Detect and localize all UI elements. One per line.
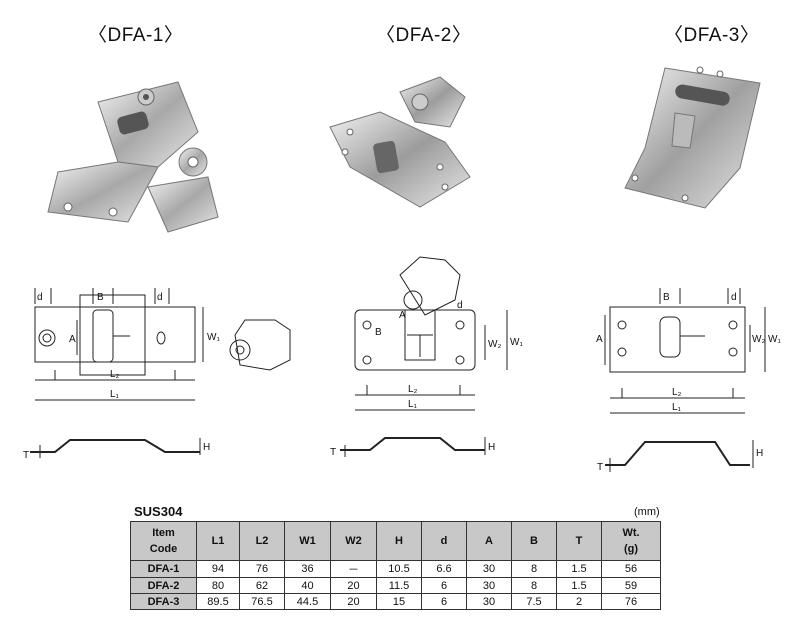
svg-text:d: d [731, 292, 737, 303]
svg-text:L₂: L₂ [672, 387, 682, 398]
svg-text:W₁: W₁ [510, 337, 523, 348]
cell-weight: 76 [601, 593, 661, 610]
header-a: A [466, 521, 512, 561]
svg-text:A: A [399, 310, 406, 321]
header-d: d [421, 521, 467, 561]
product-title-dfa-3: 〈DFA-3〉 [664, 25, 760, 46]
cell-w1: 40 [284, 577, 331, 594]
svg-text:L₁: L₁ [408, 399, 418, 410]
header-b: B [511, 521, 557, 561]
svg-text:d: d [457, 300, 463, 311]
svg-text:B: B [375, 327, 382, 338]
svg-text:L₂: L₂ [408, 384, 418, 395]
cell-weight: 56 [601, 560, 661, 578]
spec-table: Item Code L1 L2 W1 W2 H d A B T Wt. (g) … [130, 521, 661, 610]
header-weight: Wt. (g) [601, 521, 661, 561]
svg-text:H: H [488, 442, 495, 453]
table-header-row: Item Code L1 L2 W1 W2 H d A B T Wt. (g) [130, 521, 661, 561]
cell-t: 1.5 [556, 577, 602, 594]
svg-text:W₁: W₁ [768, 334, 781, 345]
cell-item-code: DFA-2 [130, 577, 197, 594]
header-h: H [376, 521, 422, 561]
svg-text:W₂: W₂ [752, 334, 765, 345]
header-item-code: Item Code [130, 521, 197, 561]
svg-text:L₁: L₁ [110, 389, 120, 400]
cell-weight: 59 [601, 577, 661, 594]
cell-a: 30 [466, 560, 512, 578]
cell-item-code: DFA-1 [130, 560, 197, 578]
cell-w2: 20 [330, 577, 377, 594]
svg-text:B: B [97, 292, 104, 303]
cell-t: 2 [556, 593, 602, 610]
cell-h: 15 [376, 593, 422, 610]
svg-text:W₁: W₁ [207, 332, 220, 343]
cell-l1: 80 [196, 577, 240, 594]
product-photo-dfa-1 [47, 81, 219, 233]
cell-d: 6 [421, 593, 467, 610]
header-l1: L1 [196, 521, 240, 561]
cell-w2: － [330, 560, 377, 578]
header-w1: W1 [284, 521, 331, 561]
svg-text:T: T [597, 462, 603, 473]
unit-label: (mm) [634, 506, 660, 518]
svg-text:A: A [596, 334, 603, 345]
dimension-drawing-dfa-2: d A B W₂ W₁ L₂ L₁ H T [330, 256, 523, 458]
table-row: DFA-1 94 76 36 － 10.5 6.6 30 8 1.5 56 [130, 560, 661, 578]
svg-text:d: d [37, 292, 43, 303]
svg-text:H: H [756, 448, 763, 459]
cell-l2: 76.5 [239, 593, 285, 610]
svg-text:T: T [23, 450, 29, 461]
cell-b: 7.5 [511, 593, 557, 610]
cell-d: 6 [421, 577, 467, 594]
cell-item-code: DFA-3 [130, 593, 197, 610]
svg-text:L₁: L₁ [672, 402, 682, 413]
svg-text:H: H [203, 442, 210, 453]
table-row: DFA-2 80 62 40 20 11.5 6 30 8 1.5 59 [130, 577, 661, 594]
product-photo-dfa-2 [329, 76, 471, 208]
svg-text:W₂: W₂ [488, 339, 501, 350]
dimension-drawing-dfa-3: B d A W₂ W₁ L₂ L₁ H T [596, 288, 781, 473]
cell-a: 30 [466, 577, 512, 594]
svg-text:A: A [69, 334, 76, 345]
cell-t: 1.5 [556, 560, 602, 578]
product-title-dfa-2: 〈DFA-2〉 [376, 25, 472, 46]
cell-l1: 94 [196, 560, 240, 578]
cell-d: 6.6 [421, 560, 467, 578]
material-label: SUS304 [134, 504, 183, 519]
cell-b: 8 [511, 560, 557, 578]
cell-b: 8 [511, 577, 557, 594]
header-l2: L2 [239, 521, 285, 561]
cell-w1: 36 [284, 560, 331, 578]
svg-text:B: B [663, 292, 670, 303]
cell-h: 10.5 [376, 560, 422, 578]
product-photo-dfa-3 [624, 66, 761, 209]
cell-l1: 89.5 [196, 593, 240, 610]
cell-w2: 20 [330, 593, 377, 610]
header-w2: W2 [330, 521, 377, 561]
dimension-drawing-dfa-1: d d B A W₁ L₂ L₁ H T [23, 288, 291, 461]
cell-w1: 44.5 [284, 593, 331, 610]
cell-l2: 76 [239, 560, 285, 578]
product-title-dfa-1: 〈DFA-1〉 [88, 25, 184, 46]
header-t: T [556, 521, 602, 561]
svg-text:L₂: L₂ [110, 369, 120, 380]
table-row: DFA-3 89.5 76.5 44.5 20 15 6 30 7.5 2 76 [130, 593, 661, 610]
cell-h: 11.5 [376, 577, 422, 594]
svg-text:d: d [157, 292, 163, 303]
cell-a: 30 [466, 593, 512, 610]
svg-text:T: T [330, 447, 336, 458]
cell-l2: 62 [239, 577, 285, 594]
